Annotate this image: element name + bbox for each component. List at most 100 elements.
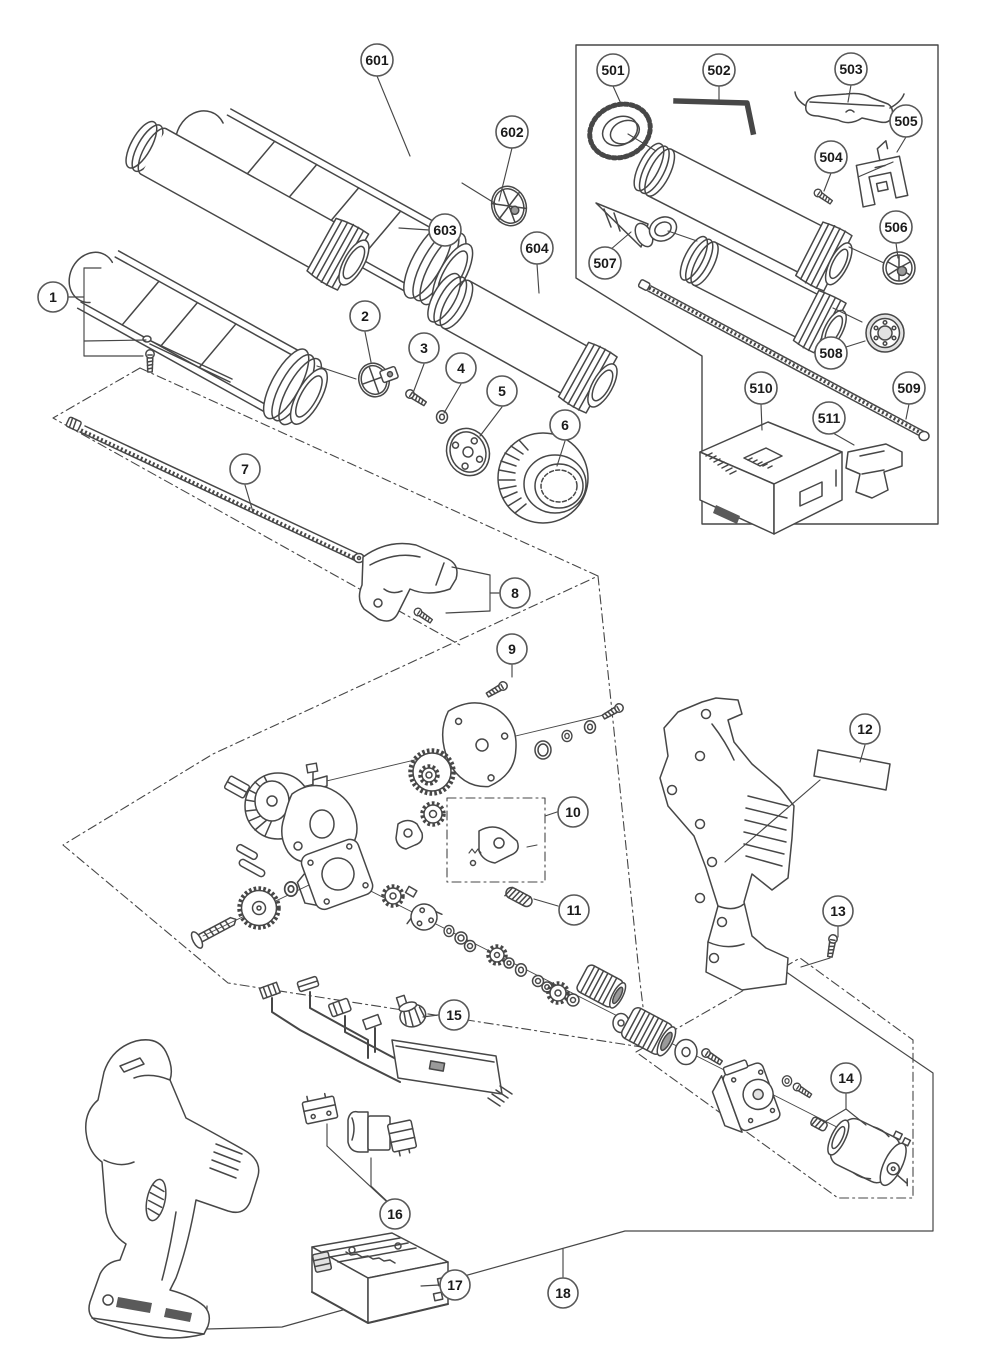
callout-12[interactable]: 12	[849, 713, 881, 745]
leader-line-501	[627, 133, 657, 152]
callout-7[interactable]: 7	[229, 453, 261, 485]
callout-circle-17[interactable]	[439, 1269, 471, 1301]
callout-8[interactable]: 8	[499, 577, 531, 609]
callout-circle-508[interactable]	[814, 336, 848, 370]
callout-5[interactable]: 5	[486, 375, 518, 407]
callout-circle-9[interactable]	[496, 633, 528, 665]
speed-dial-shape	[402, 1005, 426, 1027]
callout-1[interactable]: 1	[37, 281, 69, 313]
callout-507[interactable]: 507	[588, 246, 622, 280]
callout-circle-18[interactable]	[547, 1277, 579, 1309]
callout-circle-8[interactable]	[499, 577, 531, 609]
callout-9[interactable]: 9	[496, 633, 528, 665]
callout-603[interactable]: 603	[428, 213, 462, 247]
callout-circle-14[interactable]	[830, 1062, 862, 1094]
callout-505[interactable]: 505	[889, 104, 923, 138]
callout-14[interactable]: 14	[830, 1062, 862, 1094]
cartridge-frame-1-shape	[76, 250, 304, 412]
gearbox-assembly-9-shape-shape	[404, 885, 418, 898]
callout-601[interactable]: 601	[360, 43, 394, 77]
callout-circle-6[interactable]	[549, 409, 581, 441]
motor-mount-block-shape	[730, 1077, 737, 1083]
leader-line-507	[609, 231, 632, 251]
cartridge-tube-603-shape	[338, 239, 370, 286]
washer-4	[435, 410, 449, 424]
callout-10[interactable]: 10	[557, 796, 589, 828]
callout-11[interactable]: 11	[558, 894, 590, 926]
callout-511[interactable]: 511	[812, 401, 846, 435]
callout-circle-502[interactable]	[702, 53, 736, 87]
callout-circle-7[interactable]	[229, 453, 261, 485]
ribbed-coupling-shape	[660, 1031, 673, 1052]
callout-circle-4[interactable]	[445, 352, 477, 384]
in-box-tube-a-shape	[824, 242, 853, 286]
callout-circle-503[interactable]	[834, 52, 868, 86]
callout-circle-501[interactable]	[596, 53, 630, 87]
callout-number-601: 601	[365, 52, 389, 68]
callout-15[interactable]: 15	[438, 999, 470, 1031]
callout-17[interactable]: 17	[439, 1269, 471, 1301]
callout-503[interactable]: 503	[834, 52, 868, 86]
name-label-12-shape	[813, 749, 891, 791]
callout-6[interactable]: 6	[549, 409, 581, 441]
callout-4[interactable]: 4	[445, 352, 477, 384]
callout-number-1: 1	[49, 289, 57, 305]
nozzle-cone-507-shape	[603, 208, 621, 232]
callout-circle-10[interactable]	[557, 796, 589, 828]
callout-circle-15[interactable]	[438, 999, 470, 1031]
callout-circle-601[interactable]	[360, 43, 394, 77]
callout-circle-504[interactable]	[814, 140, 848, 174]
nozzle-bracket-505-shape	[855, 155, 909, 208]
callout-504[interactable]: 504	[814, 140, 848, 174]
assembly-boundary-dashdot-shape	[446, 797, 546, 883]
callout-circle-12[interactable]	[849, 713, 881, 745]
gear-cover-plate-shape	[454, 717, 463, 726]
callout-506[interactable]: 506	[879, 210, 913, 244]
leader-line-12	[859, 744, 866, 763]
callout-508[interactable]: 508	[814, 336, 848, 370]
callout-509[interactable]: 509	[892, 371, 926, 405]
callout-3[interactable]: 3	[408, 332, 440, 364]
callout-510[interactable]: 510	[744, 371, 778, 405]
callout-16[interactable]: 16	[379, 1198, 411, 1230]
callout-circle-5[interactable]	[486, 375, 518, 407]
callout-18[interactable]: 18	[547, 1277, 579, 1309]
small-gear	[420, 801, 446, 827]
callout-502[interactable]: 502	[702, 53, 736, 87]
cartridge-tube-604-shape	[427, 272, 462, 323]
callout-604[interactable]: 604	[520, 231, 554, 265]
callout-number-16: 16	[387, 1206, 403, 1222]
clutch-lever-subassembly-10-shape	[469, 859, 477, 867]
inner-housing-half-shape	[694, 818, 706, 830]
callout-circle-509[interactable]	[892, 371, 926, 405]
callout-circle-510[interactable]	[744, 371, 778, 405]
clutch-lever-subassembly-10-shape	[526, 844, 538, 848]
frame-pin-and-screw-shape	[145, 349, 155, 373]
nozzle-bracket-505-shape	[875, 180, 889, 193]
callout-circle-13[interactable]	[822, 895, 854, 927]
callout-circle-2[interactable]	[349, 300, 381, 332]
callout-13[interactable]: 13	[822, 895, 854, 927]
callout-2[interactable]: 2	[349, 300, 381, 332]
callout-circle-1[interactable]	[37, 281, 69, 313]
callout-circle-506[interactable]	[879, 210, 913, 244]
callout-circle-11[interactable]	[558, 894, 590, 926]
pinion-spring-shape	[810, 1117, 826, 1130]
motor-shape	[831, 1125, 846, 1150]
callout-602[interactable]: 602	[495, 115, 529, 149]
bevel-gear-c	[546, 981, 570, 1005]
callout-circle-603[interactable]	[428, 213, 462, 247]
callout-circle-3[interactable]	[408, 332, 440, 364]
terminal-block	[223, 775, 251, 799]
motor-shape	[827, 1119, 850, 1156]
callout-circle-505[interactable]	[889, 104, 923, 138]
callout-circle-16[interactable]	[379, 1198, 411, 1230]
callout-circle-507[interactable]	[588, 246, 622, 280]
callout-501[interactable]: 501	[596, 53, 630, 87]
callout-circle-604[interactable]	[520, 231, 554, 265]
trigger-switch-shape	[386, 1119, 418, 1157]
wiring-harness-15-shape	[271, 991, 401, 1083]
callout-circle-511[interactable]	[812, 401, 846, 435]
callout-circle-602[interactable]	[495, 115, 529, 149]
